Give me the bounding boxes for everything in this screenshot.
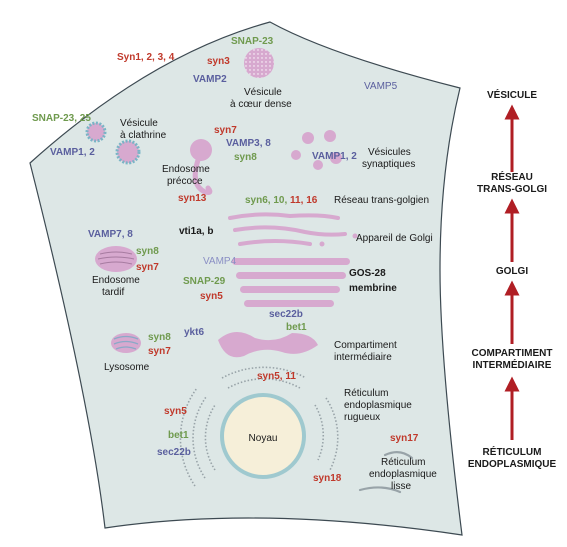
vamp5-label: VAMP5 [364,81,398,92]
syn8-lyso-label: syn8 [148,332,171,343]
syn7-lyso-label: syn7 [148,346,171,357]
trans-golgi-network [228,212,358,247]
golgi-apparatus [232,258,350,307]
syn8-early-label: syn8 [234,152,257,163]
dense-core-label-2: à cœur dense [230,99,292,110]
syn1234-label: Syn1, 2, 3, 4 [117,52,175,63]
sec22b-er-label: sec22b [157,447,191,458]
dense-core-vesicle [244,48,274,78]
syn13-label: syn13 [178,193,207,204]
syn3-label: syn3 [207,56,230,67]
lysosome-label: Lysosome [104,362,150,373]
synaptic-vesicles [291,130,342,170]
smooth-er-label-1: Réticulum [381,457,425,468]
early-endosome-label-1: Endosome [162,164,210,175]
rough-er-label-2: endoplasmique [344,400,412,411]
rough-er-label-1: Réticulum [344,388,388,399]
vti1ab-label: vti1a, b [179,226,213,237]
smooth-er-label-2: endoplasmique [369,469,437,480]
membrine-label: membrine [349,283,397,294]
tgn-label: Réseau trans-golgien [334,195,429,206]
intermediate-label-1: Compartiment [334,340,397,351]
snap23-25-label: SNAP-23, 25 [32,113,91,124]
flow-step-vesicle: VÉSICULE [487,88,537,101]
synaptic-label-2: synaptiques [362,159,415,170]
ykt6-label: ykt6 [184,327,204,338]
clathrin-label-2: à clathrine [120,130,167,141]
intermediate-compartment [218,331,318,358]
vamp12-synaptic-label: VAMP1, 2 [312,151,357,162]
intermediate-label-2: intermédiaire [334,352,392,363]
vamp4-label: VAMP4 [203,256,237,267]
early-endosome [190,139,213,195]
rough-er-label-3: rugueux [344,412,380,423]
bet1-intermediate-label: bet1 [286,322,307,333]
rough-er [179,366,339,487]
syn5-golgi-label: syn5 [200,291,223,302]
vamp38-label: VAMP3, 8 [226,138,271,149]
snap29-label: SNAP-29 [183,276,226,287]
synaptic-label-1: Vésicules [368,147,411,158]
syn6-10-11-16-label: syn6, 10, 11, 16 [245,195,318,206]
syn7-late-label: syn7 [136,262,159,273]
late-endosome-label-2: tardif [102,287,124,298]
lysosome [111,333,141,353]
vamp78-label: VAMP7, 8 [88,229,133,240]
syn5-er-label: syn5 [164,406,187,417]
clathrin-vesicle [85,121,141,165]
flow-step-golgi: GOLGI [496,266,528,277]
smooth-er [358,451,414,494]
clathrin-label-1: Vésicule [120,118,158,129]
late-endosome [95,246,137,272]
syn8-late-label: syn8 [136,246,159,257]
vamp2-label: VAMP2 [193,74,227,85]
syn7-early-label: syn7 [214,125,237,136]
sec22b-golgi-label: sec22b [269,309,303,320]
syn17-label: syn17 [390,433,419,444]
snap23-top-label: SNAP-23 [231,36,274,47]
syn18-label: syn18 [313,473,342,484]
golgi-label: Appareil de Golgi [356,233,433,244]
late-endosome-label-1: Endosome [92,275,140,286]
bet1-er-label: bet1 [168,430,189,441]
nucleus-label: Noyau [249,433,278,444]
gos28-label: GOS-28 [349,268,386,279]
vamp12-left-label: VAMP1, 2 [50,147,95,158]
smooth-er-label-3: lisse [391,481,411,492]
nucleus [220,393,306,479]
early-endosome-label-2: précoce [167,176,203,187]
syn5-11-label: syn5, 11 [257,371,296,382]
dense-core-label-1: Vésicule [244,87,282,98]
